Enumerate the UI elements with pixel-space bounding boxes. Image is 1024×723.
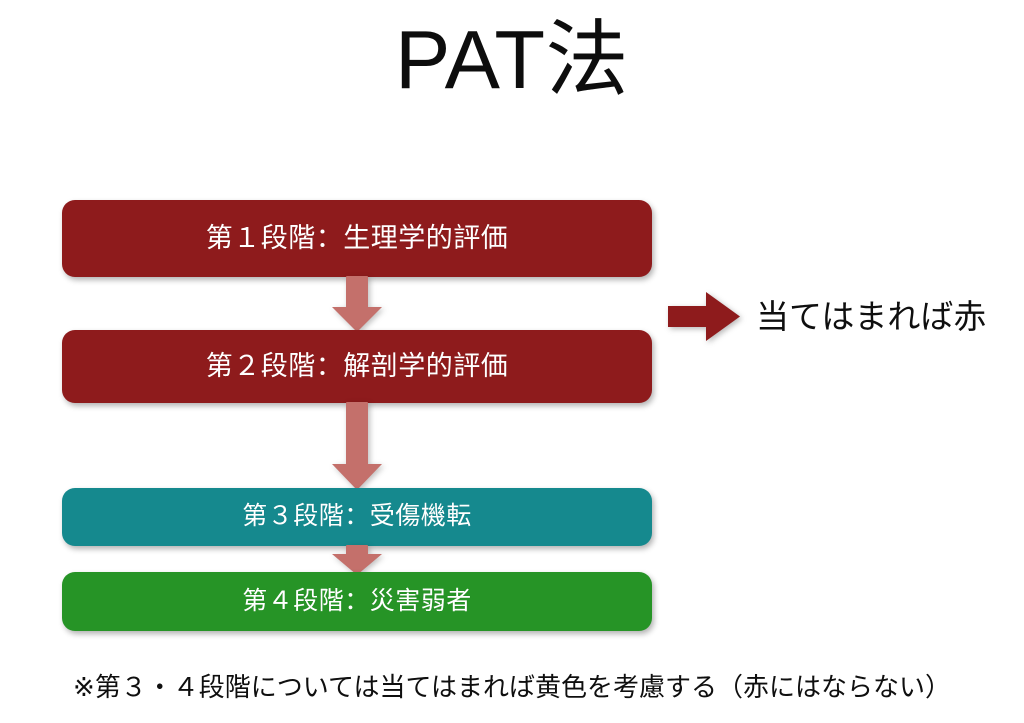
- arrow-head: [332, 307, 382, 332]
- stage-box-2[interactable]: 第２段階：解剖学的評価: [62, 330, 652, 403]
- stage-box-4[interactable]: 第４段階：災害弱者: [62, 572, 652, 631]
- arrow-head: [332, 464, 382, 490]
- page-title: PAT法: [394, 13, 630, 106]
- arrow-head: [332, 554, 382, 575]
- arrow-down-stage1-to-stage2: [332, 276, 382, 332]
- stage-box-1[interactable]: 第１段階：生理学的評価: [62, 200, 652, 277]
- stage-box-2-label: 第２段階：解剖学的評価: [205, 350, 509, 381]
- callout-text: 当てはまれば赤: [756, 298, 987, 335]
- arrow-right-icon: [668, 292, 740, 341]
- arrow-down-stage2-to-stage3: [332, 402, 382, 490]
- stage-box-4-label: 第４段階：災害弱者: [242, 586, 472, 615]
- arrow-shaft: [346, 402, 368, 467]
- stage-box-3[interactable]: 第３段階：受傷機転: [62, 488, 652, 546]
- stage-box-1-label: 第１段階：生理学的評価: [205, 222, 509, 253]
- stage-box-3-label: 第３段階：受傷機転: [242, 502, 472, 531]
- arrow-down-stage3-to-stage4: [332, 545, 382, 575]
- arrow-shaft: [346, 276, 368, 309]
- footnote-text: ※第３・４段階については当てはまれば黄色を考慮する（赤にはならない）: [73, 672, 951, 702]
